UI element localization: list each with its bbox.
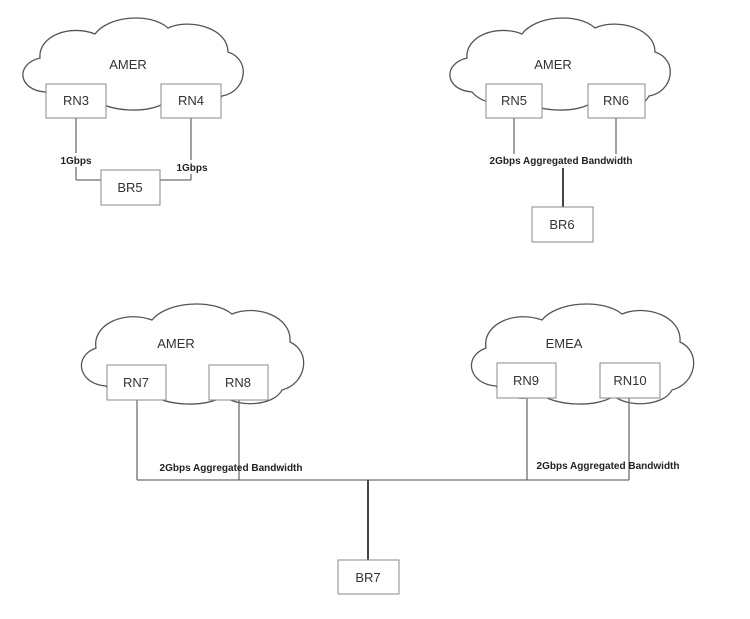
node-label: RN3 xyxy=(63,93,89,108)
node-br6 xyxy=(531,206,594,243)
node-label: RN6 xyxy=(603,93,629,108)
node-label: RN5 xyxy=(501,93,527,108)
link-label-aggregated: 2Gbps Aggregated Bandwidth xyxy=(490,156,633,167)
node-br7 xyxy=(337,559,400,595)
link-label-1gbps-left: 1Gbps xyxy=(60,156,92,167)
node-rn4 xyxy=(160,83,222,119)
node-rn3 xyxy=(45,83,107,119)
node-label: BR6 xyxy=(549,217,574,232)
node-label: RN4 xyxy=(178,93,204,108)
node-rn8 xyxy=(208,364,269,401)
node-label: BR5 xyxy=(117,180,142,195)
cluster-top-right: AMER 2Gbps Aggregated Bandwidth RN5 RN6 … xyxy=(449,17,671,243)
cluster-bottom: AMER EMEA 2Gbps Aggregated Bandwidth 2Gb… xyxy=(80,303,695,595)
link-label-aggregated-left: 2Gbps Aggregated Bandwidth xyxy=(160,463,303,474)
link-label-1gbps-right: 1Gbps xyxy=(176,163,208,174)
node-label: RN8 xyxy=(225,375,251,390)
node-rn7 xyxy=(106,364,167,401)
node-rn10 xyxy=(599,362,661,399)
cluster-top-left: AMER 1Gbps 1Gbps RN3 RN4 BR5 xyxy=(22,17,244,206)
node-label: BR7 xyxy=(355,570,380,585)
node-rn9 xyxy=(496,362,557,399)
region-label: EMEA xyxy=(546,336,583,351)
node-br5 xyxy=(100,169,161,206)
link-label-bg xyxy=(171,160,213,174)
link-label-bg xyxy=(55,153,97,167)
region-label: AMER xyxy=(534,57,572,72)
node-rn6 xyxy=(587,83,646,119)
link-label-aggregated-right: 2Gbps Aggregated Bandwidth xyxy=(537,461,680,472)
region-label: AMER xyxy=(157,336,195,351)
node-label: RN7 xyxy=(123,375,149,390)
node-label: RN10 xyxy=(613,373,646,388)
node-rn5 xyxy=(485,83,543,119)
node-label: RN9 xyxy=(513,373,539,388)
region-label: AMER xyxy=(109,57,147,72)
